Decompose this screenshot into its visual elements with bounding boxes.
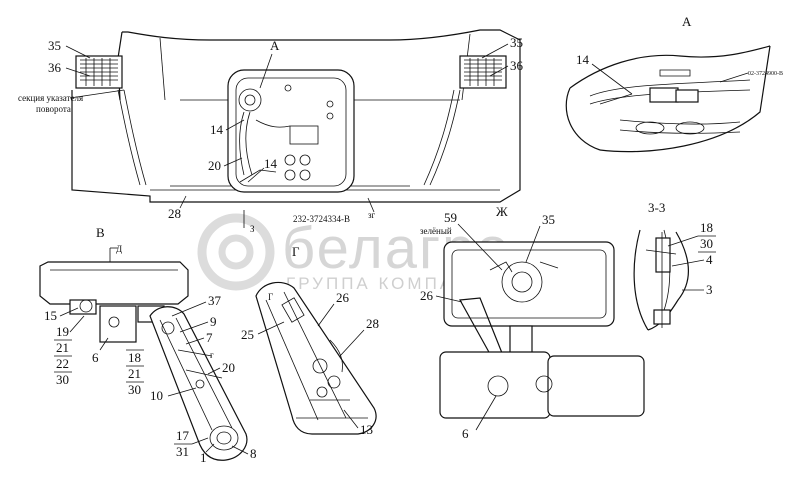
section-3-3 — [633, 229, 689, 331]
callout-59: 59 — [444, 210, 457, 225]
callout-36-left: 36 — [48, 60, 62, 75]
view-title-b: В — [96, 225, 105, 240]
callout-35-zh: 35 — [542, 212, 555, 227]
view-marker-d: Д — [116, 244, 122, 254]
callout-25: 25 — [241, 327, 254, 342]
view-zh — [439, 241, 645, 419]
detail-a — [565, 45, 771, 153]
callout-13: 13 — [360, 422, 373, 437]
view-title-g: Г — [292, 244, 300, 259]
tilted-lamp-left — [149, 306, 248, 461]
callout-18-a: 18 — [700, 220, 713, 235]
label-green: зелёный — [420, 226, 452, 236]
callout-22: 22 — [56, 356, 69, 371]
callout-7: 7 — [206, 330, 213, 345]
callout-14-a: 14 — [210, 122, 224, 137]
callout-19: 19 — [56, 324, 69, 339]
callout-14-detail-a: 14 — [576, 52, 590, 67]
label-zg: зг — [368, 210, 376, 220]
label-part-number-a: 02-3724900-В — [748, 71, 783, 77]
callout-6-zh: 6 — [462, 426, 469, 441]
callout-21-a: 21 — [56, 340, 69, 355]
section-title-3-3: 3-3 — [648, 200, 665, 215]
callout-4: 4 — [706, 252, 713, 267]
callout-37: 37 — [208, 293, 222, 308]
callout-35-left: 35 — [48, 38, 61, 53]
callout-10: 10 — [150, 388, 163, 403]
callout-30-c: 30 — [128, 382, 141, 397]
callout-36-right: 36 — [510, 58, 524, 73]
callout-21-b: 21 — [128, 366, 141, 381]
view-title-a: А — [682, 14, 692, 29]
callout-20-b: 20 — [222, 360, 235, 375]
callout-1: 1 — [200, 450, 207, 465]
callout-8: 8 — [250, 446, 257, 461]
callout-28-b: 28 — [366, 316, 379, 331]
callout-26-b: 26 — [336, 290, 350, 305]
view-marker-g-lamp: Г — [268, 292, 273, 302]
right-lamp-grille — [464, 58, 502, 86]
label-part-number-b: 232-3724334-В — [293, 214, 350, 224]
callout-28-main: 28 — [168, 206, 181, 221]
section-marker-z: З — [250, 224, 255, 234]
callout-35-right: 35 — [510, 35, 523, 50]
view-title-zh: Ж — [496, 204, 508, 219]
callout-6-b: 6 — [92, 350, 99, 365]
left-lamp-grille — [80, 58, 118, 86]
callout-17: 17 — [176, 428, 190, 443]
view-g — [255, 281, 377, 435]
callout-30-a: 30 — [700, 236, 713, 251]
callout-18-b: 18 — [128, 350, 141, 365]
view-marker-a-main: А — [270, 38, 280, 53]
callout-31: 31 — [176, 444, 189, 459]
label-turn-lamp-section: секция указателя — [18, 93, 83, 103]
view-marker-g-small: г — [210, 350, 214, 360]
callout-26-a: 26 — [420, 288, 434, 303]
callout-9: 9 — [210, 314, 217, 329]
cab-rear-view — [69, 29, 521, 203]
callout-20-main: 20 — [208, 158, 221, 173]
callout-14-b: 14 — [264, 156, 278, 171]
callout-3: 3 — [706, 282, 713, 297]
view-b — [39, 247, 189, 343]
label-turn-lamp-section-2: поворота — [36, 104, 71, 114]
callout-30-b: 30 — [56, 372, 69, 387]
callout-15: 15 — [44, 308, 57, 323]
